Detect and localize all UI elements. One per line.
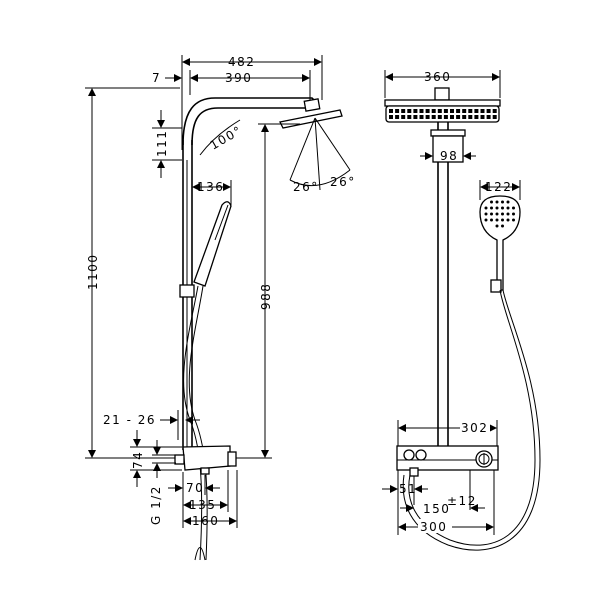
nozzle [468, 109, 473, 113]
nozzle [443, 109, 448, 113]
dim-outlet: 70 [186, 481, 204, 495]
spray-nozzle [512, 212, 515, 216]
dim-inlet-offset: 51 [399, 482, 417, 496]
hand-shower-front [479, 195, 521, 293]
nozzle [425, 109, 430, 113]
nozzle [413, 115, 418, 119]
nozzle [486, 109, 491, 113]
dim-total-width: 482 [228, 55, 255, 69]
spray-nozzle [501, 224, 504, 228]
nozzle [474, 115, 479, 119]
spray-nozzle [495, 224, 499, 228]
nozzle [419, 115, 424, 119]
nozzle [462, 115, 467, 119]
spray-nozzle [501, 212, 504, 216]
nozzle [401, 115, 406, 119]
dim-head-width: 360 [424, 70, 451, 84]
nozzle [468, 115, 473, 119]
angle-arm: 100° [208, 123, 245, 153]
spray-nozzle [495, 206, 499, 210]
front-view: 360 98 122 [382, 70, 541, 551]
nozzle [395, 109, 400, 113]
dim-inlet-tolerance: ±12 [447, 494, 477, 508]
nozzle [437, 115, 442, 119]
dim-wall-distance: 21 - 26 [103, 413, 156, 427]
spray-nozzle [506, 200, 510, 204]
spray-nozzle [490, 218, 493, 222]
overhead-shower-front [384, 87, 501, 123]
side-view: 482 7 390 1100 111 [85, 55, 356, 561]
nozzle [389, 115, 393, 119]
nozzle [450, 115, 454, 119]
spray-nozzle [495, 200, 499, 204]
spray-nozzle [512, 206, 515, 210]
spray-nozzle [501, 218, 504, 222]
spray-nozzle [506, 218, 510, 222]
dim-wall-offset: 7 [152, 71, 161, 85]
dim-handshower-projection: 136 [197, 180, 224, 194]
spray-nozzle [490, 212, 493, 216]
nozzle [407, 115, 412, 119]
nozzle [480, 115, 485, 119]
nozzle [407, 109, 412, 113]
spray-nozzle [490, 200, 493, 204]
nozzle [474, 109, 479, 113]
angle-spray-right: 26° [330, 175, 356, 189]
angle-spray-left: 26° [293, 180, 319, 194]
nozzle [450, 109, 454, 113]
nozzle [431, 109, 436, 113]
nozzle [480, 109, 485, 113]
dim-mixer-height: 74 [131, 451, 145, 469]
spray-nozzle [495, 212, 499, 216]
hand-shower [193, 201, 232, 287]
nozzle [456, 115, 461, 119]
dim-connector-width: 98 [440, 149, 458, 163]
nozzle [413, 109, 418, 113]
dim-arm-length: 390 [225, 71, 252, 85]
nozzle [425, 115, 430, 119]
dim-centers: 300 [420, 520, 447, 534]
nozzle [462, 109, 467, 113]
spray-nozzle [506, 212, 510, 216]
dim-handshower-width: 122 [485, 180, 512, 194]
spray-nozzle [501, 200, 504, 204]
spray-nozzle [484, 206, 488, 210]
dim-arm-height: 111 [155, 130, 169, 157]
nozzle [395, 115, 400, 119]
spray-nozzle [506, 206, 510, 210]
nozzle [389, 109, 393, 113]
nozzle [443, 115, 448, 119]
nozzle [486, 115, 491, 119]
dim-inlet-spacing: 150 [423, 502, 450, 516]
spray-nozzle [495, 218, 499, 222]
nozzle [492, 109, 497, 113]
nozzle [437, 109, 442, 113]
nozzle [401, 109, 406, 113]
nozzle [492, 115, 497, 119]
nozzle [456, 109, 461, 113]
nozzle [419, 109, 424, 113]
dim-connection: G 1/2 [149, 485, 163, 525]
dim-mixer-width: 302 [461, 421, 488, 435]
spray-nozzle [512, 218, 515, 222]
dim-mixer-total-depth: 160 [192, 514, 219, 528]
nozzle [431, 115, 436, 119]
thermostat-mixer-front [396, 445, 499, 477]
spray-nozzle [484, 212, 488, 216]
dim-total-height: 1100 [86, 253, 100, 290]
shower-arm [182, 97, 319, 146]
spray-nozzle [484, 218, 488, 222]
dim-head-height: 988 [259, 283, 273, 310]
thermostat-mixer-side [174, 445, 237, 475]
dim-mixer-depth: 135 [189, 498, 216, 512]
spray-nozzle [501, 206, 504, 210]
spray-nozzle [490, 206, 493, 210]
